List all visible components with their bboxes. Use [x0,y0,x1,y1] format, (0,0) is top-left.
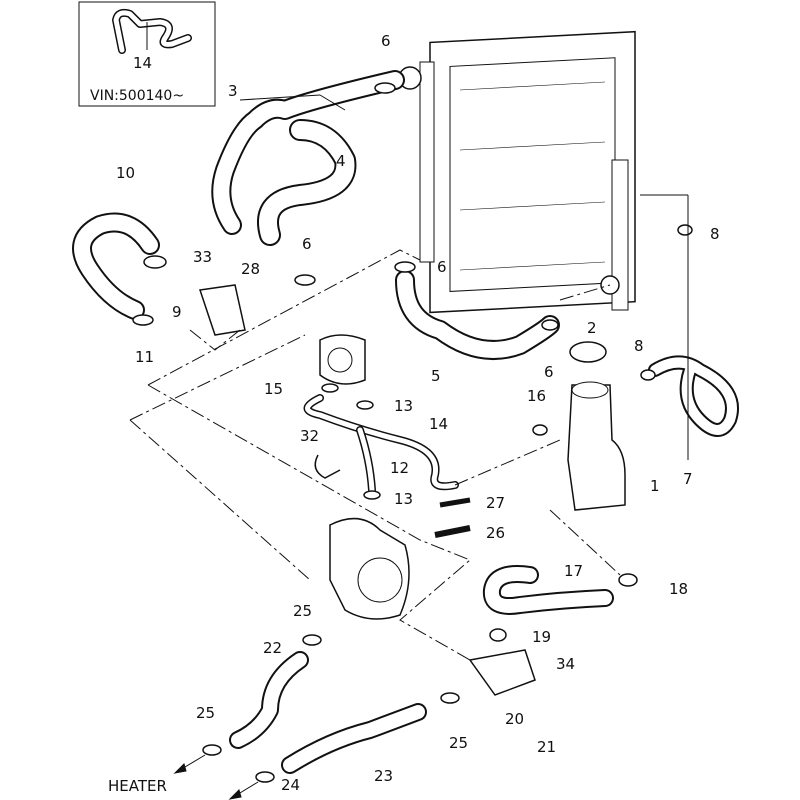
part-callout-13: 13 [394,397,413,415]
part-callout-32: 32 [300,427,319,445]
components [199,284,626,696]
part-callout-11: 11 [135,348,154,366]
part-callout-10: 10 [116,164,135,182]
part-callout-6: 6 [437,258,447,276]
part-callout-9: 9 [172,303,182,321]
part-callout-33: 33 [193,248,212,266]
heater-label: HEATER [108,777,167,795]
part-callout-27: 27 [486,494,505,512]
part-callout-13: 13 [394,490,413,508]
part-callout-24: 24 [281,776,300,794]
part-callout-21: 21 [537,738,556,756]
part-callout-2: 2 [587,319,597,337]
part-callout-6: 6 [302,235,312,253]
inset-vin-note: VIN:500140~ [90,88,184,104]
heater-arrows [173,754,259,800]
part-callout-20: 20 [505,710,524,728]
part-callout-14: 14 [429,415,448,433]
part-callout-15: 15 [264,380,283,398]
part-callout-23: 23 [374,767,393,785]
part-callout-25: 25 [449,734,468,752]
part-callout-28: 28 [241,260,260,278]
part-callout-7: 7 [683,470,693,488]
part-callout-19: 19 [532,628,551,646]
part-callout-25: 25 [293,602,312,620]
part-callout-8: 8 [634,337,644,355]
part-callout-3: 3 [228,82,238,100]
clamps [132,82,693,783]
part-callout-8: 8 [710,225,720,243]
part-callout-16: 16 [527,387,546,405]
part-callout-18: 18 [669,580,688,598]
connection-lines [129,94,689,661]
radiator [398,30,636,314]
part-callout-6: 6 [544,363,554,381]
hoses [72,70,739,774]
part-callout-22: 22 [263,639,282,657]
part-callout-34: 34 [556,655,575,673]
part-callout-1: 1 [650,477,660,495]
part-callout-12: 12 [390,459,409,477]
inset-box: 14 VIN:500140~ [78,1,216,107]
part-callout-6: 6 [381,32,391,50]
part-callout-25: 25 [196,704,215,722]
part-callout-4: 4 [336,152,346,170]
part-callout-17: 17 [564,562,583,580]
part-callout-26: 26 [486,524,505,542]
inset-part-number: 14 [133,54,152,72]
part-callout-5: 5 [431,367,441,385]
